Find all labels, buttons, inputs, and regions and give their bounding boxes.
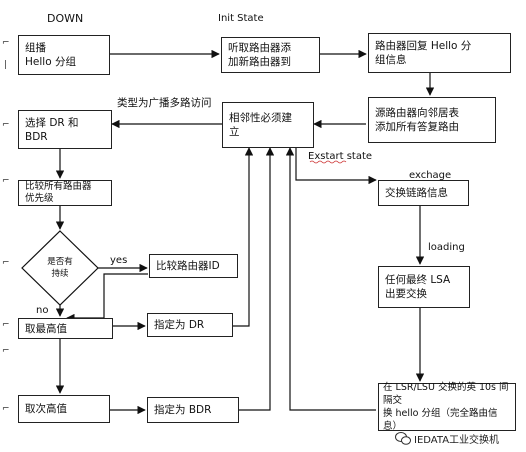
margin-mark: | xyxy=(4,60,8,70)
wechat-icon xyxy=(395,432,411,445)
box-neighbor-table-text: 源路由器向邻居表 添加所有答复路由 xyxy=(375,107,459,133)
arrow-adjacency-to-exchange xyxy=(295,146,377,185)
box-select-dr-bdr-text: 选择 DR 和 BDR xyxy=(25,116,79,143)
box-exchange-lsa: 交换链路信息 xyxy=(378,180,469,206)
box-multicast-hello-text: 组播 Hello 分组 xyxy=(25,42,76,68)
margin-mark: ⌐ xyxy=(2,38,10,48)
margin-mark: ⌐ xyxy=(2,346,10,356)
arrow-interval-to-adjacency xyxy=(285,147,376,411)
box-adjacency: 相邻性必须建 立 xyxy=(222,102,314,148)
state-label-down: DOWN xyxy=(47,12,84,25)
margin-mark: ⌐ xyxy=(2,120,10,130)
box-lsa-complete: 任何最终 LSA 出要交换 xyxy=(378,266,470,308)
label-no: no xyxy=(36,305,49,316)
box-adjacency-text: 相邻性必须建 立 xyxy=(229,112,292,138)
box-reply-hello: 路由器回复 Hello 分 组信息 xyxy=(368,33,511,73)
box-compare-priority: 比较所有路由器 优先级 xyxy=(18,180,112,206)
box-compare-router-id-text: 比较路由器ID xyxy=(156,260,220,272)
box-compare-priority-text: 比较所有路由器 优先级 xyxy=(25,181,92,204)
box-pick-second-text: 取次高值 xyxy=(25,403,67,415)
box-listen-add: 听取路由器添 加新路由器到 xyxy=(221,37,320,73)
box-hello-interval: 在 LSR/LSU 交换的英 10s 间隔交 换 hello 分组（完全路由信息… xyxy=(378,382,516,432)
watermark-text: IEDATA工业交换机 xyxy=(414,435,500,446)
box-exchange-lsa-text: 交换链路信息 xyxy=(385,187,448,199)
box-select-dr-bdr: 选择 DR 和 BDR xyxy=(18,110,112,149)
state-label-init: Init State xyxy=(218,13,264,24)
watermark: IEDATA工业交换机 xyxy=(395,431,499,446)
box-pick-highest: 取最高值 xyxy=(18,318,113,339)
box-neighbor-table: 源路由器向邻居表 添加所有答复路由 xyxy=(368,97,496,143)
label-yes: yes xyxy=(110,255,128,266)
arrow-bdr-to-adjacency xyxy=(239,147,275,411)
box-hello-interval-text: 在 LSR/LSU 交换的英 10s 间隔交 换 hello 分组（完全路由信息… xyxy=(383,382,509,432)
box-reply-hello-text: 路由器回复 Hello 分 组信息 xyxy=(375,40,472,66)
state-label-loading: loading xyxy=(428,242,465,253)
margin-mark: ⌐ xyxy=(2,404,10,414)
arrow-dr-to-adjacency xyxy=(233,147,254,327)
box-assign-dr-text: 指定为 DR xyxy=(154,319,205,331)
box-pick-second: 取次高值 xyxy=(18,395,110,423)
margin-mark: ⌐ xyxy=(2,176,10,186)
state-label-exchange: exchage xyxy=(409,170,452,181)
box-compare-router-id: 比较路由器ID xyxy=(149,254,238,278)
box-assign-dr: 指定为 DR xyxy=(147,313,233,337)
box-lsa-complete-text: 任何最终 LSA 出要交换 xyxy=(385,274,451,300)
state-label-exstart: Exstart state xyxy=(308,151,373,162)
box-assign-bdr: 指定为 BDR xyxy=(147,397,239,423)
margin-mark: ⌐ xyxy=(2,320,10,330)
exstart-underline xyxy=(309,160,347,164)
margin-mark: ⌐ xyxy=(2,258,10,268)
box-assign-bdr-text: 指定为 BDR xyxy=(154,404,212,416)
label-broadcast: 类型为广播多路访问 xyxy=(117,97,212,109)
decision-text: 是否有 持续 xyxy=(47,257,73,279)
box-listen-add-text: 听取路由器添 加新路由器到 xyxy=(228,42,291,68)
box-pick-highest-text: 取最高值 xyxy=(25,322,67,335)
box-multicast-hello: 组播 Hello 分组 xyxy=(18,35,110,75)
